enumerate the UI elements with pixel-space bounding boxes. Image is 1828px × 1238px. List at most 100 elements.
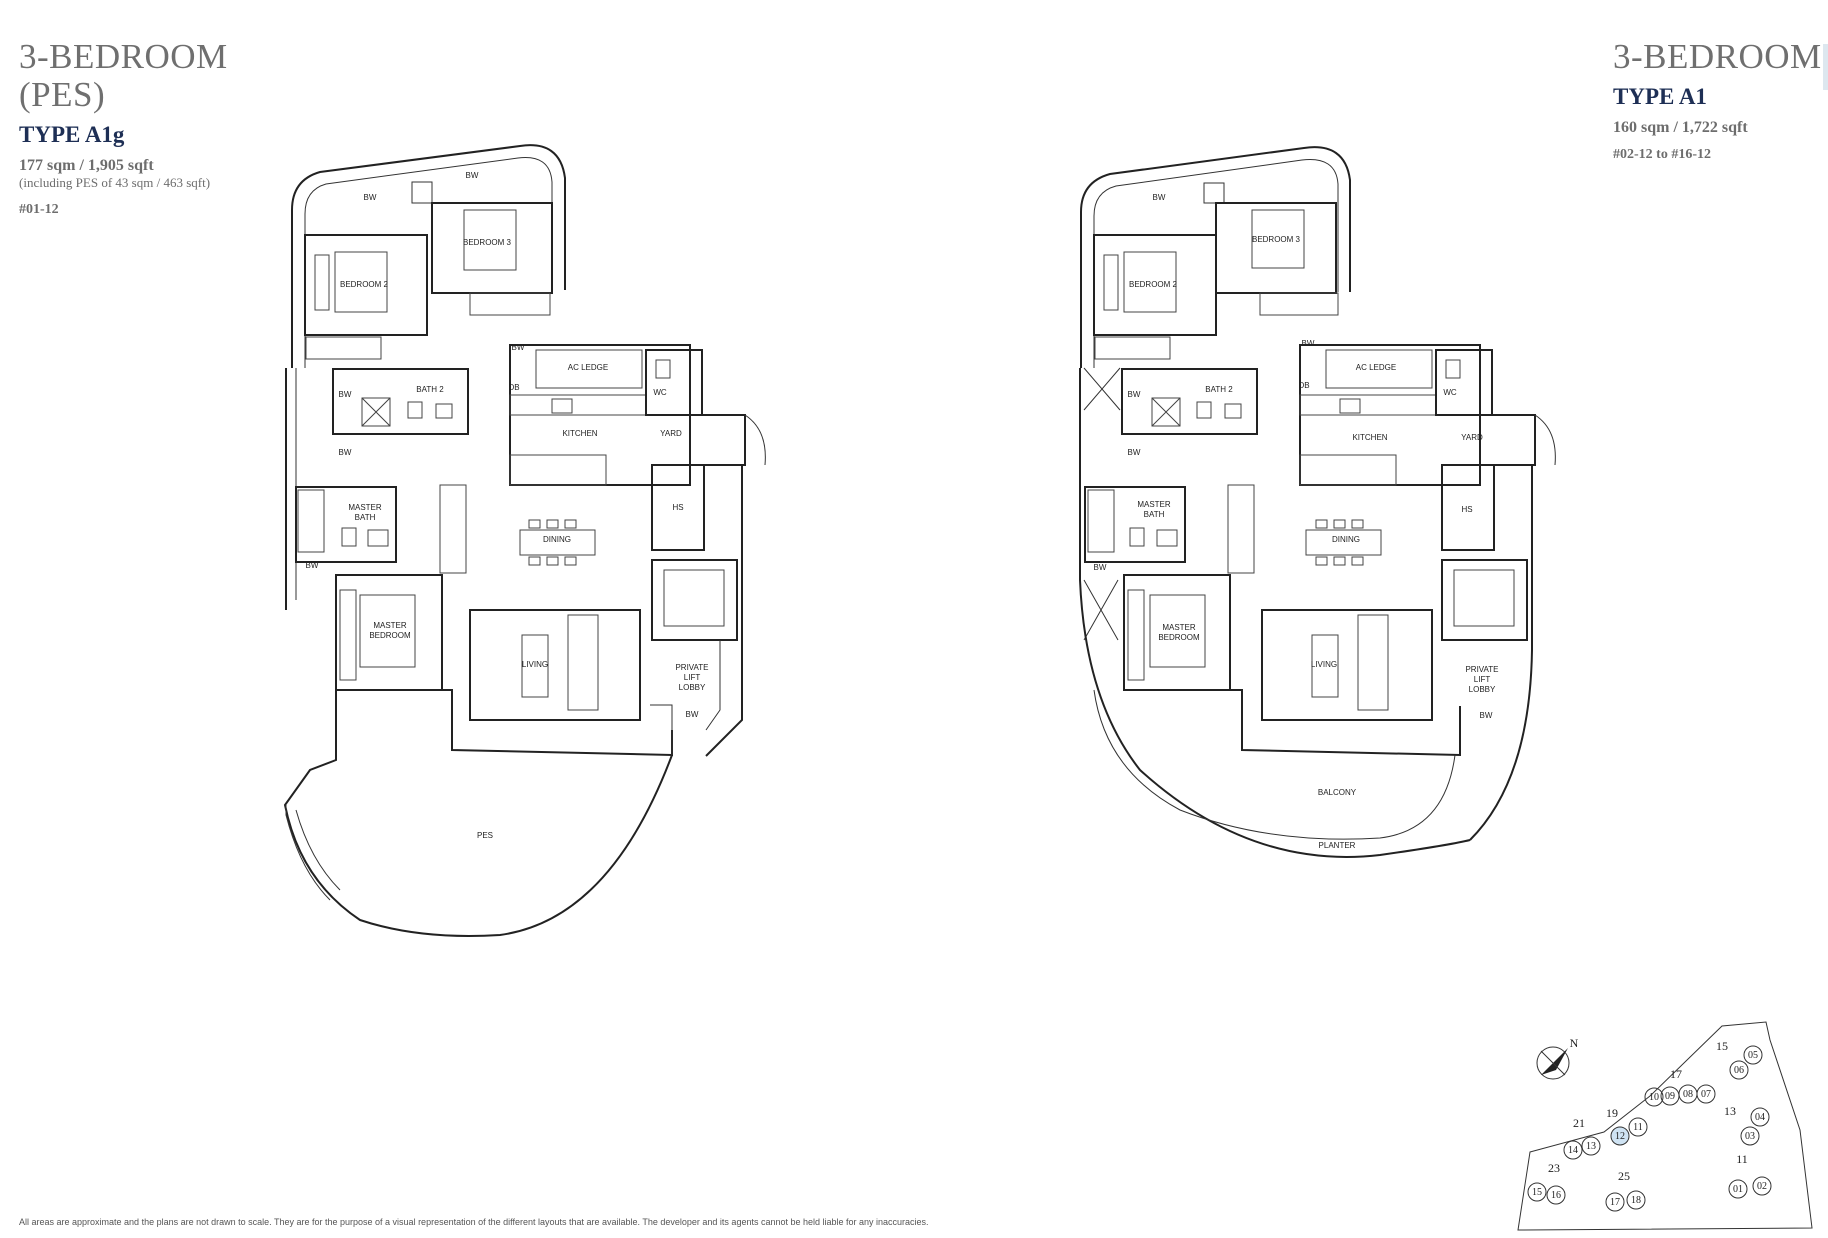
left-master-bed xyxy=(359,594,416,668)
left-label-living: LIVING xyxy=(522,660,548,669)
left-master-bath-wall xyxy=(295,486,397,563)
key-unit-05: 05 xyxy=(1748,1050,1758,1061)
key-unit-14: 14 xyxy=(1568,1145,1578,1156)
left-bath2-shaft-cross xyxy=(361,397,391,427)
key-unit-16: 16 xyxy=(1551,1190,1561,1201)
right-bath2-basin xyxy=(1224,403,1242,419)
key-unit-pod-05 xyxy=(1743,1045,1763,1065)
left-label-ac-ledge: AC LEDGE xyxy=(568,363,608,372)
left-label-bw-5: BW xyxy=(339,448,352,457)
left-label-yard: YARD xyxy=(660,429,682,438)
left-label-bw-3: BW xyxy=(512,343,525,352)
right-wc-wall xyxy=(1435,349,1493,416)
left-label-hs: HS xyxy=(672,503,683,512)
left-bath2-wc xyxy=(407,401,423,419)
left-label-pes: PES xyxy=(477,831,493,840)
left-plan-title-line2: (PES) xyxy=(19,75,106,114)
key-unit-02: 02 xyxy=(1757,1181,1767,1192)
right-column xyxy=(1203,182,1225,204)
right-label-bath2: BATH 2 xyxy=(1205,385,1233,394)
right-top-bay-wall xyxy=(1080,146,1351,368)
site-boundary xyxy=(1517,1021,1813,1231)
key-block-19: 19 xyxy=(1606,1106,1618,1120)
key-unit-pod-17 xyxy=(1605,1192,1625,1212)
right-bath2-shaft-cross xyxy=(1151,397,1181,427)
right-label-planter: PLANTER xyxy=(1319,841,1356,850)
left-hob xyxy=(551,398,573,414)
right-chair-5 xyxy=(1333,556,1346,566)
left-master-bath-basin xyxy=(367,529,389,547)
left-kitchen-island xyxy=(509,454,607,486)
right-ac-ledge xyxy=(1325,349,1433,389)
key-block-13: 13 xyxy=(1724,1104,1736,1118)
left-hs-wall xyxy=(651,464,705,551)
left-bedroom2-wall xyxy=(304,234,428,336)
left-label-bw-2: BW xyxy=(466,171,479,180)
right-hob xyxy=(1339,398,1361,414)
right-bedroom3-wall xyxy=(1215,202,1337,294)
key-unit-10: 10 xyxy=(1649,1092,1659,1103)
right-bath2-shaft xyxy=(1151,397,1181,427)
left-label-master-bed-2: BEDROOM xyxy=(369,631,411,640)
left-label-bedroom2: BEDROOM 2 xyxy=(340,280,389,289)
left-wc-wall xyxy=(645,349,703,416)
north-arrow-icon xyxy=(1541,1048,1568,1075)
key-unit-pod-18 xyxy=(1626,1190,1646,1210)
right-label-ac-ledge: AC LEDGE xyxy=(1356,363,1396,372)
key-unit-pod-04 xyxy=(1750,1107,1770,1127)
right-top-bay-inner xyxy=(1093,159,1339,368)
left-label-wc: WC xyxy=(653,388,667,397)
left-master-bath-wc xyxy=(341,527,357,547)
right-label-master-bath-2: BATH xyxy=(1144,510,1165,519)
right-master-side xyxy=(1127,589,1145,681)
right-chair-1 xyxy=(1315,519,1328,529)
key-unit-04: 04 xyxy=(1755,1112,1765,1123)
left-east-inner xyxy=(705,640,721,731)
left-pes-inner-curve xyxy=(285,805,331,901)
left-chair-6 xyxy=(564,556,577,566)
left-floor-plan: BW BW BEDROOM 3 BEDROOM 2 AC LEDGE BW DB… xyxy=(283,144,766,937)
left-label-dining: DINING xyxy=(543,535,571,544)
key-unit-09: 09 xyxy=(1665,1091,1675,1102)
left-bedroom3-wall xyxy=(431,202,553,294)
left-label-bedroom3: BEDROOM 3 xyxy=(463,238,512,247)
left-label-kitchen: KITCHEN xyxy=(562,429,597,438)
right-bedroom3-bed xyxy=(1251,209,1305,269)
left-label-bw-4: BW xyxy=(339,390,352,399)
right-plan-units: #02-12 to #16-12 xyxy=(1613,147,1711,162)
left-plan-units: #01-12 xyxy=(19,202,59,217)
right-bedroom3-wardrobe xyxy=(1259,292,1339,316)
key-unit-pod-10 xyxy=(1644,1087,1664,1107)
key-block-15: 15 xyxy=(1716,1039,1728,1053)
left-kitchen-counter xyxy=(509,394,647,416)
left-east-wall xyxy=(705,465,743,757)
right-label-lobby-2: LIFT xyxy=(1474,675,1491,684)
left-chair-3 xyxy=(564,519,577,529)
right-hs-wall xyxy=(1441,464,1495,551)
right-label-bw-5: BW xyxy=(1094,563,1107,572)
right-wardrobe-row xyxy=(1094,336,1171,360)
left-chair-4 xyxy=(528,556,541,566)
left-top-bay-wall xyxy=(291,144,566,368)
key-block-23: 23 xyxy=(1548,1161,1560,1175)
key-block-17: 17 xyxy=(1670,1067,1682,1081)
right-lift-car xyxy=(1453,569,1515,627)
left-bottom-wall xyxy=(338,689,673,757)
left-label-bw-6: BW xyxy=(306,561,319,570)
left-label-master-bed-1: MASTER xyxy=(373,621,407,630)
left-plan-title-line1: 3-BEDROOM xyxy=(19,37,228,76)
key-unit-pod-14 xyxy=(1563,1140,1583,1160)
right-balcony-edge xyxy=(1093,689,1456,840)
north-compass-icon xyxy=(1536,1046,1570,1080)
left-label-db: DB xyxy=(508,383,519,392)
right-chair-3 xyxy=(1351,519,1364,529)
key-unit-07: 07 xyxy=(1701,1089,1711,1100)
right-east-wall xyxy=(1469,465,1533,841)
left-bath2-basin xyxy=(435,403,453,419)
key-block-11: 11 xyxy=(1736,1152,1748,1166)
right-plan-type: TYPE A1 xyxy=(1613,84,1707,109)
left-bedroom2-wardrobe xyxy=(314,254,330,311)
right-label-bw-4: BW xyxy=(1128,448,1141,457)
right-planter-outer xyxy=(1079,579,1471,858)
